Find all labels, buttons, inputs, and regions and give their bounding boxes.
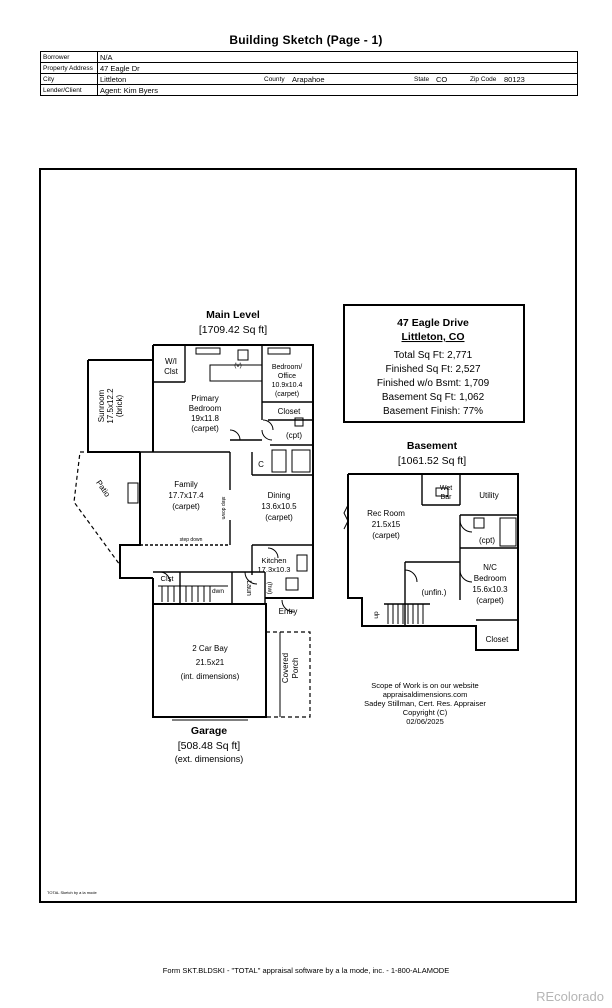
porch-line1: Covered: [281, 653, 290, 683]
bath-fixtures: [127, 347, 311, 591]
sketch-credit: TOTAL Sketch by a la mode: [47, 890, 98, 895]
primary-line3: 19x11.8: [191, 414, 219, 423]
nc-bedroom-line3: 15.6x10.3: [472, 585, 508, 594]
family-line1: Family: [174, 480, 198, 489]
door-swings: [159, 419, 295, 613]
dwn-label: dwn: [212, 588, 224, 595]
garage-bay-line3: (int. dimensions): [181, 672, 240, 681]
closet-main-label: Closet: [278, 407, 301, 416]
summary-address-line1: 47 Eagle Drive: [397, 317, 469, 329]
hw-label: (hw): [266, 582, 273, 595]
garage-bay-line2: 21.5x21: [196, 658, 225, 667]
nc-bedroom-line4: (carpet): [476, 596, 504, 605]
scope-line5: 02/06/2025: [406, 717, 444, 726]
summary-basement-finish: Basement Finish: 77%: [383, 406, 483, 417]
dining-line1: Dining: [268, 491, 291, 500]
cpt-base-label: (cpt): [479, 536, 495, 545]
up-label: up: [373, 611, 380, 619]
kitchen-line1: Kitchen: [261, 556, 286, 565]
summary-finished-wo-bsmt: Finished w/o Bsmt: 1,709: [377, 378, 490, 389]
basement-stairs: [343, 487, 517, 624]
patio-outline: [73, 451, 140, 566]
dining-line2: 13.6x10.5: [261, 502, 297, 511]
summary-finished: Finished Sq Ft: 2,527: [385, 364, 480, 375]
main-level-area: [1709.42 Sq ft]: [199, 324, 267, 336]
summary-address-line2: Littleton, CO: [402, 331, 465, 343]
primary-line4: (carpet): [191, 424, 219, 433]
sketch-frame: [39, 168, 577, 903]
step-down-1: step down: [180, 537, 203, 543]
basement-title: Basement: [407, 440, 458, 452]
office-line3: 10.9x10.4: [272, 382, 303, 389]
scope-line1: Scope of Work is on our website: [371, 681, 478, 690]
office-line2: Office: [278, 373, 296, 380]
garage-title: Garage: [191, 725, 227, 737]
wet-bar-line2: Bar: [441, 494, 453, 501]
utility-label: Utility: [479, 491, 499, 500]
scope-line3: Sadey Stillman, Cert. Res. Appraiser: [364, 699, 486, 708]
summary-box: [343, 304, 525, 423]
laun-label: Laun: [245, 580, 252, 596]
step-down-2: step down: [220, 497, 226, 520]
nc-bedroom-line2: Bedroom: [474, 574, 507, 583]
sunroom-line1: Sunroom: [97, 389, 106, 422]
garage-note: (ext. dimensions): [175, 754, 244, 764]
c-label: C: [258, 460, 264, 469]
rec-room-line2: 21.5x15: [372, 520, 401, 529]
wet-bar-line1: Wet: [440, 485, 452, 492]
closet-base-label: Closet: [486, 635, 509, 644]
entry-label: Entry: [279, 607, 298, 616]
office-line4: (carpet): [275, 391, 299, 398]
primary-line1: Primary: [191, 394, 219, 403]
wi-closet-line1: W/I: [165, 357, 177, 366]
main-stairs: [158, 585, 228, 602]
office-line1: Bedroom/: [272, 364, 302, 371]
unfin-label: (unfin.): [422, 588, 447, 597]
primary-line2: Bedroom: [189, 404, 222, 413]
lender-label: Lender/Client: [40, 84, 98, 96]
garage-area: [508.48 Sq ft]: [178, 740, 241, 752]
v-label: (v): [234, 362, 242, 369]
wi-closet-line2: Clst: [164, 367, 179, 376]
family-line2: 17.7x17.4: [168, 491, 204, 500]
rec-room-line3: (carpet): [372, 531, 400, 540]
sunroom-line3: (brick): [115, 395, 124, 418]
scope-line4: Copyright (C): [403, 708, 448, 717]
basement-area: [1061.52 Sq ft]: [398, 455, 466, 467]
garage-bay-line1: 2 Car Bay: [192, 644, 228, 653]
scope-line2: appraisaldimensions.com: [383, 690, 468, 699]
main-level-title: Main Level: [206, 309, 260, 321]
property-info-table: Borrower N/A Property Address 47 Eagle D…: [40, 51, 578, 96]
clst-label: Clst: [161, 574, 175, 583]
garage-walls: [152, 603, 311, 721]
sunroom-line2: 17.5x12.2: [106, 388, 115, 424]
cpt-main-label: (cpt): [286, 431, 302, 440]
page-title: Building Sketch (Page - 1): [229, 33, 383, 47]
dining-line3: (carpet): [265, 513, 293, 522]
form-footer: Form SKT.BLDSKI - "TOTAL" appraisal soft…: [162, 966, 450, 975]
summary-basement: Basement Sq Ft: 1,062: [382, 392, 485, 403]
watermark: REcolorado: [536, 989, 604, 1004]
nc-bedroom-line1: N/C: [483, 563, 497, 572]
porch-line2: Porch: [291, 658, 300, 679]
basement-interior-walls: [384, 474, 518, 626]
patio-label: Patio: [94, 479, 112, 500]
lender-value: Agent: Kim Byers: [97, 84, 578, 96]
kitchen-line2: 17.3x10.3: [258, 565, 291, 574]
family-line3: (carpet): [172, 502, 200, 511]
rec-room-line1: Rec Room: [367, 509, 405, 518]
summary-total: Total Sq Ft: 2,771: [394, 350, 473, 361]
basement-walls: [347, 473, 519, 651]
